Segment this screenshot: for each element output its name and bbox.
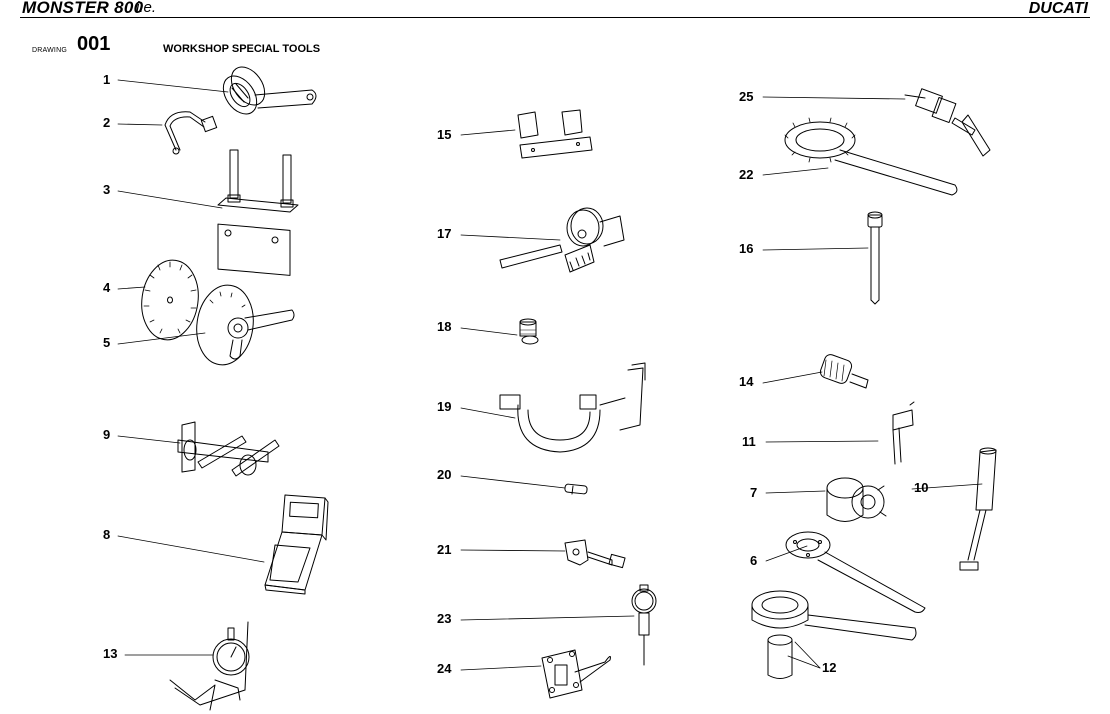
tool-25-t-handle [904,88,991,157]
callout-25: 25 [739,89,754,104]
tool-19-clamp [499,362,646,453]
tool-21-clamp-screw [564,539,626,569]
callout-22: 22 [739,167,754,182]
callout-10: 10 [914,480,929,495]
tool-24-puller-plate [541,649,611,699]
callout-12: 12 [822,660,837,675]
callout-4: 4 [103,280,111,295]
callout-20: 20 [437,467,452,482]
tool-5-pointer-wheel [196,284,295,366]
tool-13-dial-gauge [169,621,250,711]
tool-9-crank [177,421,280,477]
drawing-title: WORKSHOP SPECIAL TOOLS [163,43,321,55]
tool-17-puller [499,207,625,273]
drawing-label: DRAWING [32,47,67,54]
callout-13: 13 [103,646,118,661]
tool-23-dial-indicator [631,584,657,666]
callout-2: 2 [103,115,111,130]
header-rule [20,17,1090,18]
callout-8: 8 [103,527,111,542]
tool-18-nut [519,318,539,345]
callout-21: 21 [437,542,452,557]
callout-15: 15 [437,127,452,142]
tool-6-flat-wrench [785,531,926,613]
tool-8-tester [264,494,329,595]
tool-12-socket-set [751,590,917,679]
drawing-number: 001 [77,33,111,55]
tool-11-hook-tool [892,401,915,465]
callout-1: 1 [103,72,111,87]
callout-19: 19 [437,399,452,414]
callout-5: 5 [103,335,111,350]
callout-16: 16 [739,241,754,256]
model-variant: i.e. [136,0,157,16]
tool-15-plate [517,109,593,159]
tool-10-long-tool [959,447,997,571]
tool-4-degree-wheel [141,259,199,341]
tool-14-knurled-driver [819,354,869,389]
tool-16-long-pin [867,211,883,305]
callout-24: 24 [437,661,452,676]
tool-20-pin [564,483,588,495]
callout-7: 7 [750,485,758,500]
callout-11: 11 [742,434,756,449]
callout-9: 9 [103,427,111,442]
tool-2-hook [164,111,218,155]
callout-6: 6 [750,553,758,568]
brand-name: DUCATI [1028,0,1088,17]
tool-1-spanner [222,66,317,115]
tool-3-bracket [217,149,299,276]
callout-14: 14 [739,374,754,389]
callout-23: 23 [437,611,452,626]
model-title: MONSTER 800 [22,0,144,17]
tool-22-ring-wrench [784,117,958,196]
leader-lines [117,79,983,671]
tool-7-socket [826,477,887,522]
callout-3: 3 [103,182,111,197]
callout-18: 18 [437,319,452,334]
callout-17: 17 [437,226,452,241]
